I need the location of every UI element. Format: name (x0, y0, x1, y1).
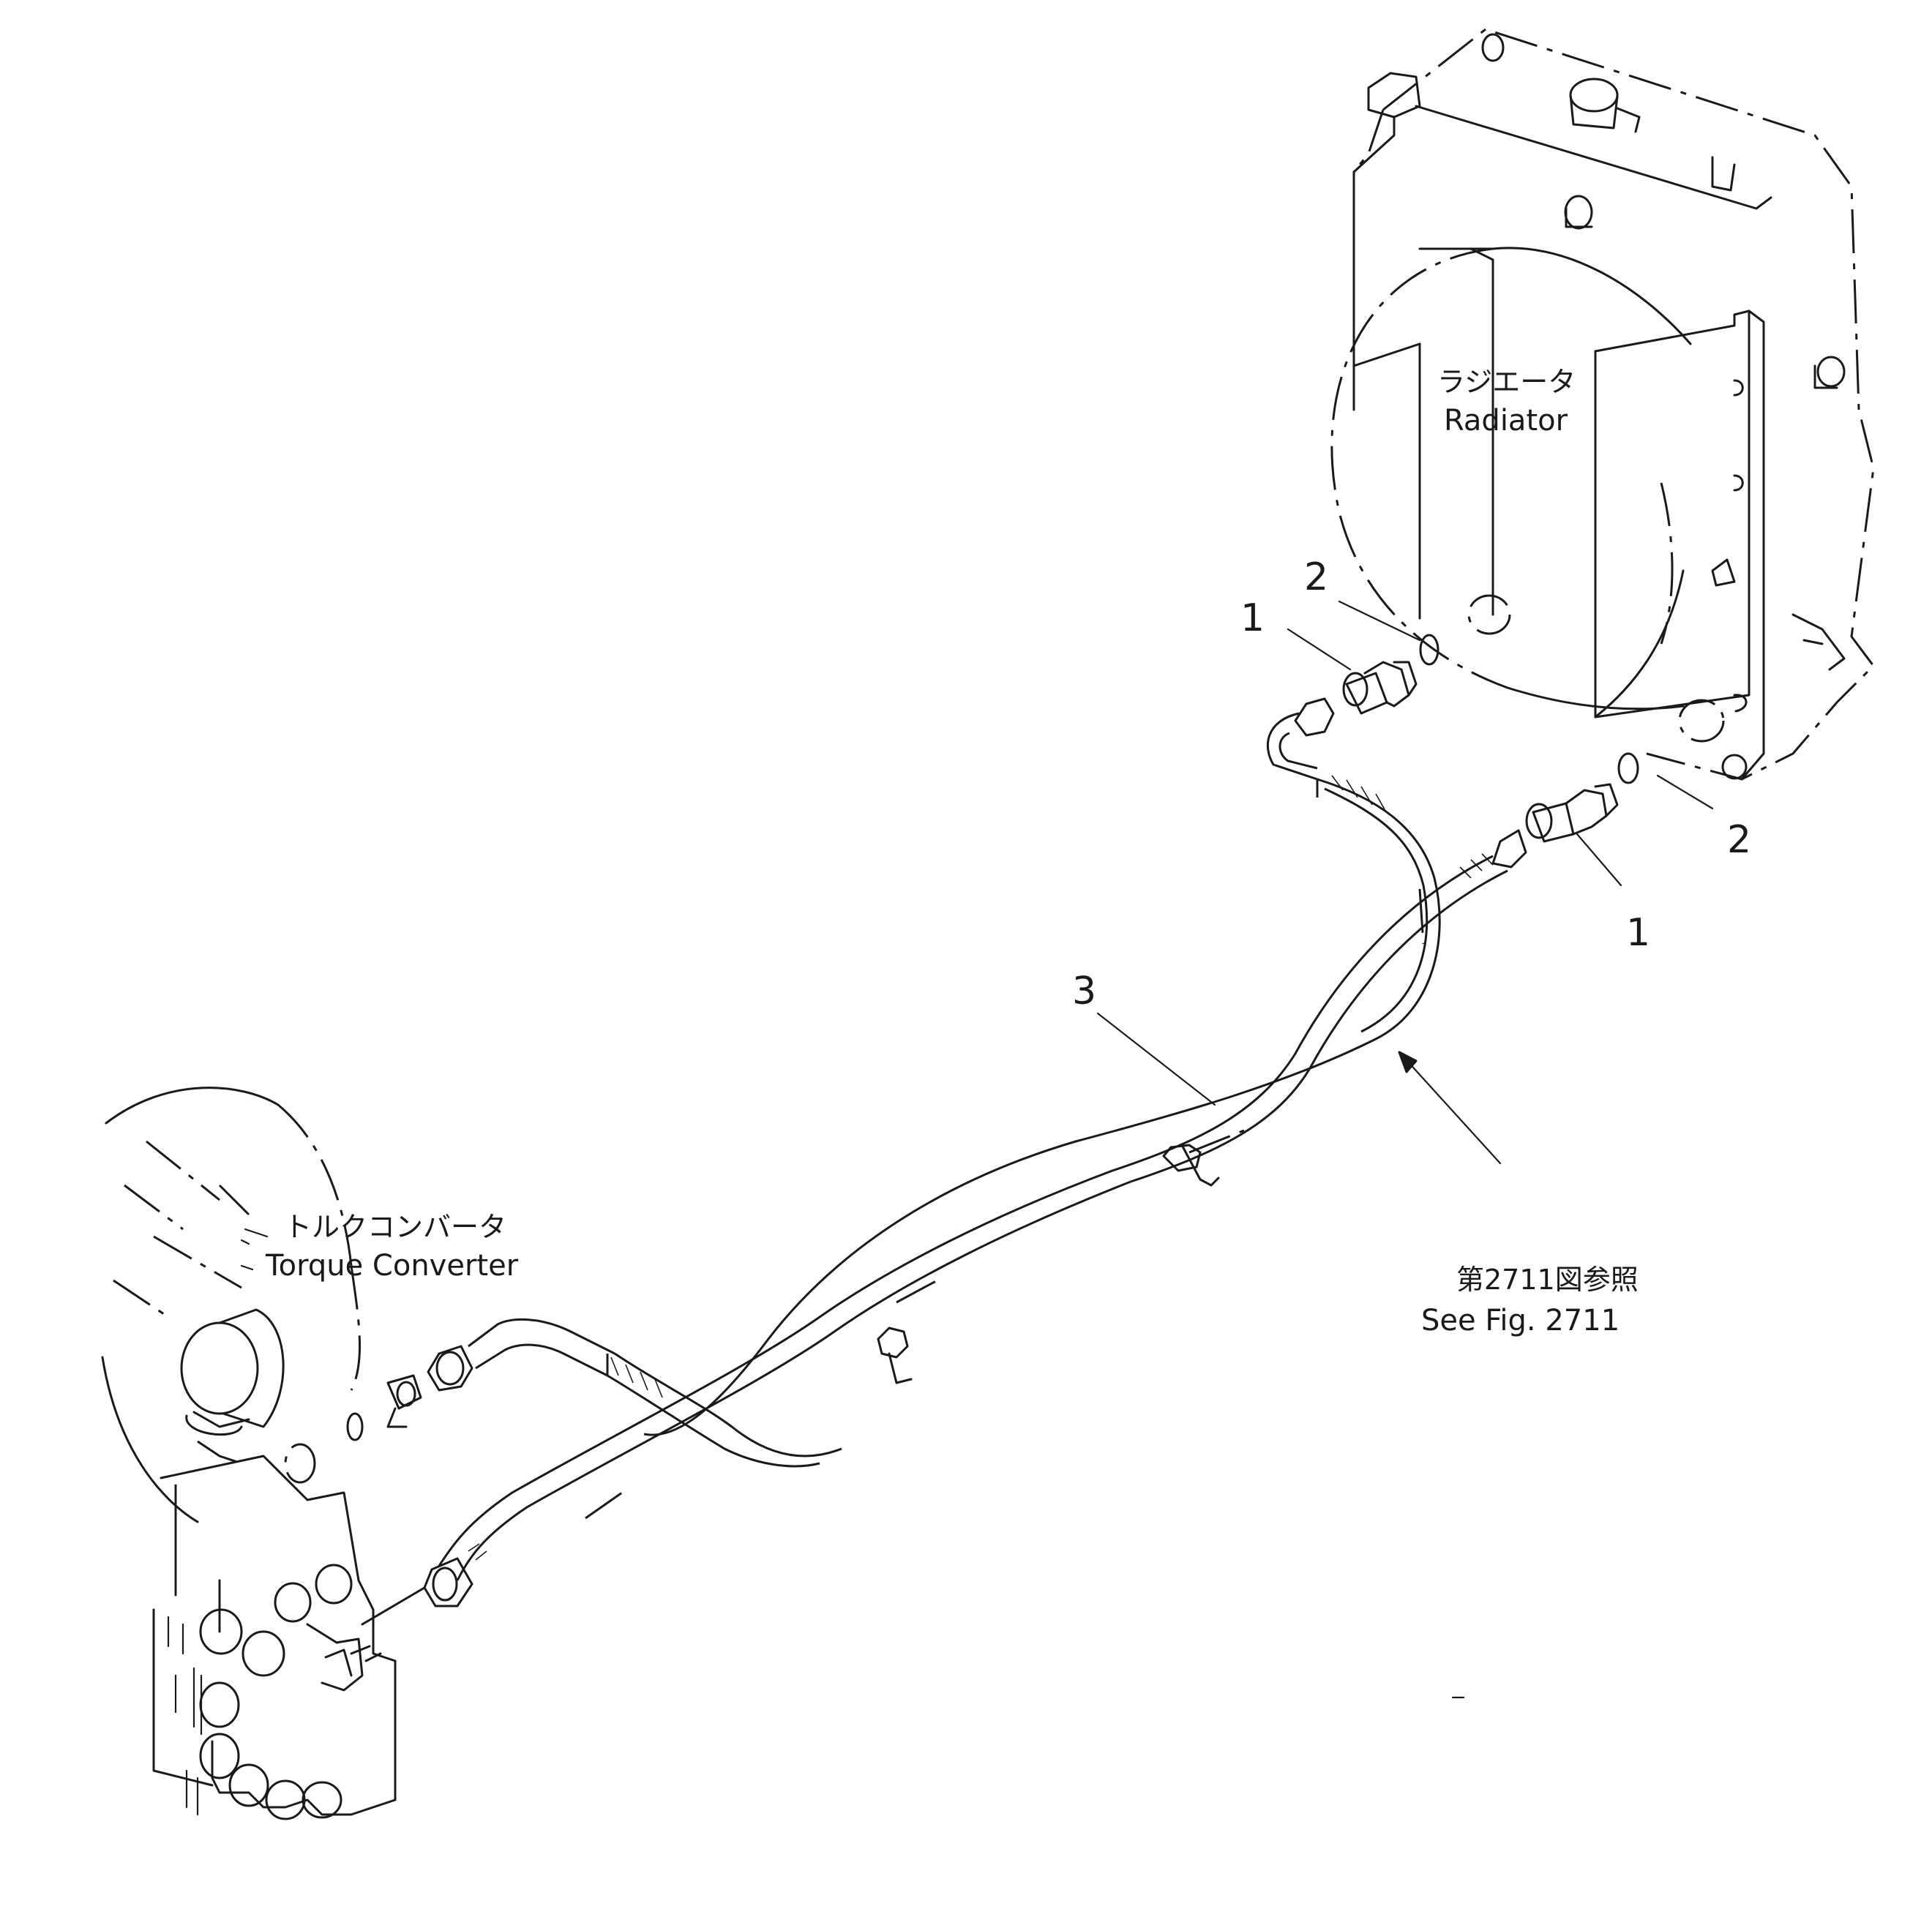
callout-3: 3 (1072, 969, 1096, 1013)
converter-label-en: Torque Converter (265, 1249, 519, 1283)
callout-2-top: 2 (1304, 555, 1328, 599)
reference-label-en: See Fig. 2711 (1421, 1304, 1620, 1337)
callout-leaders (240, 600, 1714, 1699)
converter-label-jp: トルクコンバータ (284, 1211, 506, 1243)
callout-2-right: 2 (1727, 818, 1751, 862)
radiator-drawing (1330, 28, 1875, 781)
callout-1-top: 1 (1240, 596, 1265, 640)
radiator-label-jp: ラジエータ (1437, 366, 1576, 398)
radiator-label-en: Radiator (1444, 404, 1568, 438)
reference-label-jp: 第2711図参照 (1456, 1264, 1639, 1296)
radiator-fittings (1294, 634, 1639, 868)
converter-fittings (346, 1345, 473, 1626)
torque-converter-drawing (101, 1087, 397, 1820)
callout-1-right: 1 (1626, 911, 1650, 955)
hose-assembly (438, 712, 1508, 1581)
hose-clamps (877, 1144, 1220, 1384)
